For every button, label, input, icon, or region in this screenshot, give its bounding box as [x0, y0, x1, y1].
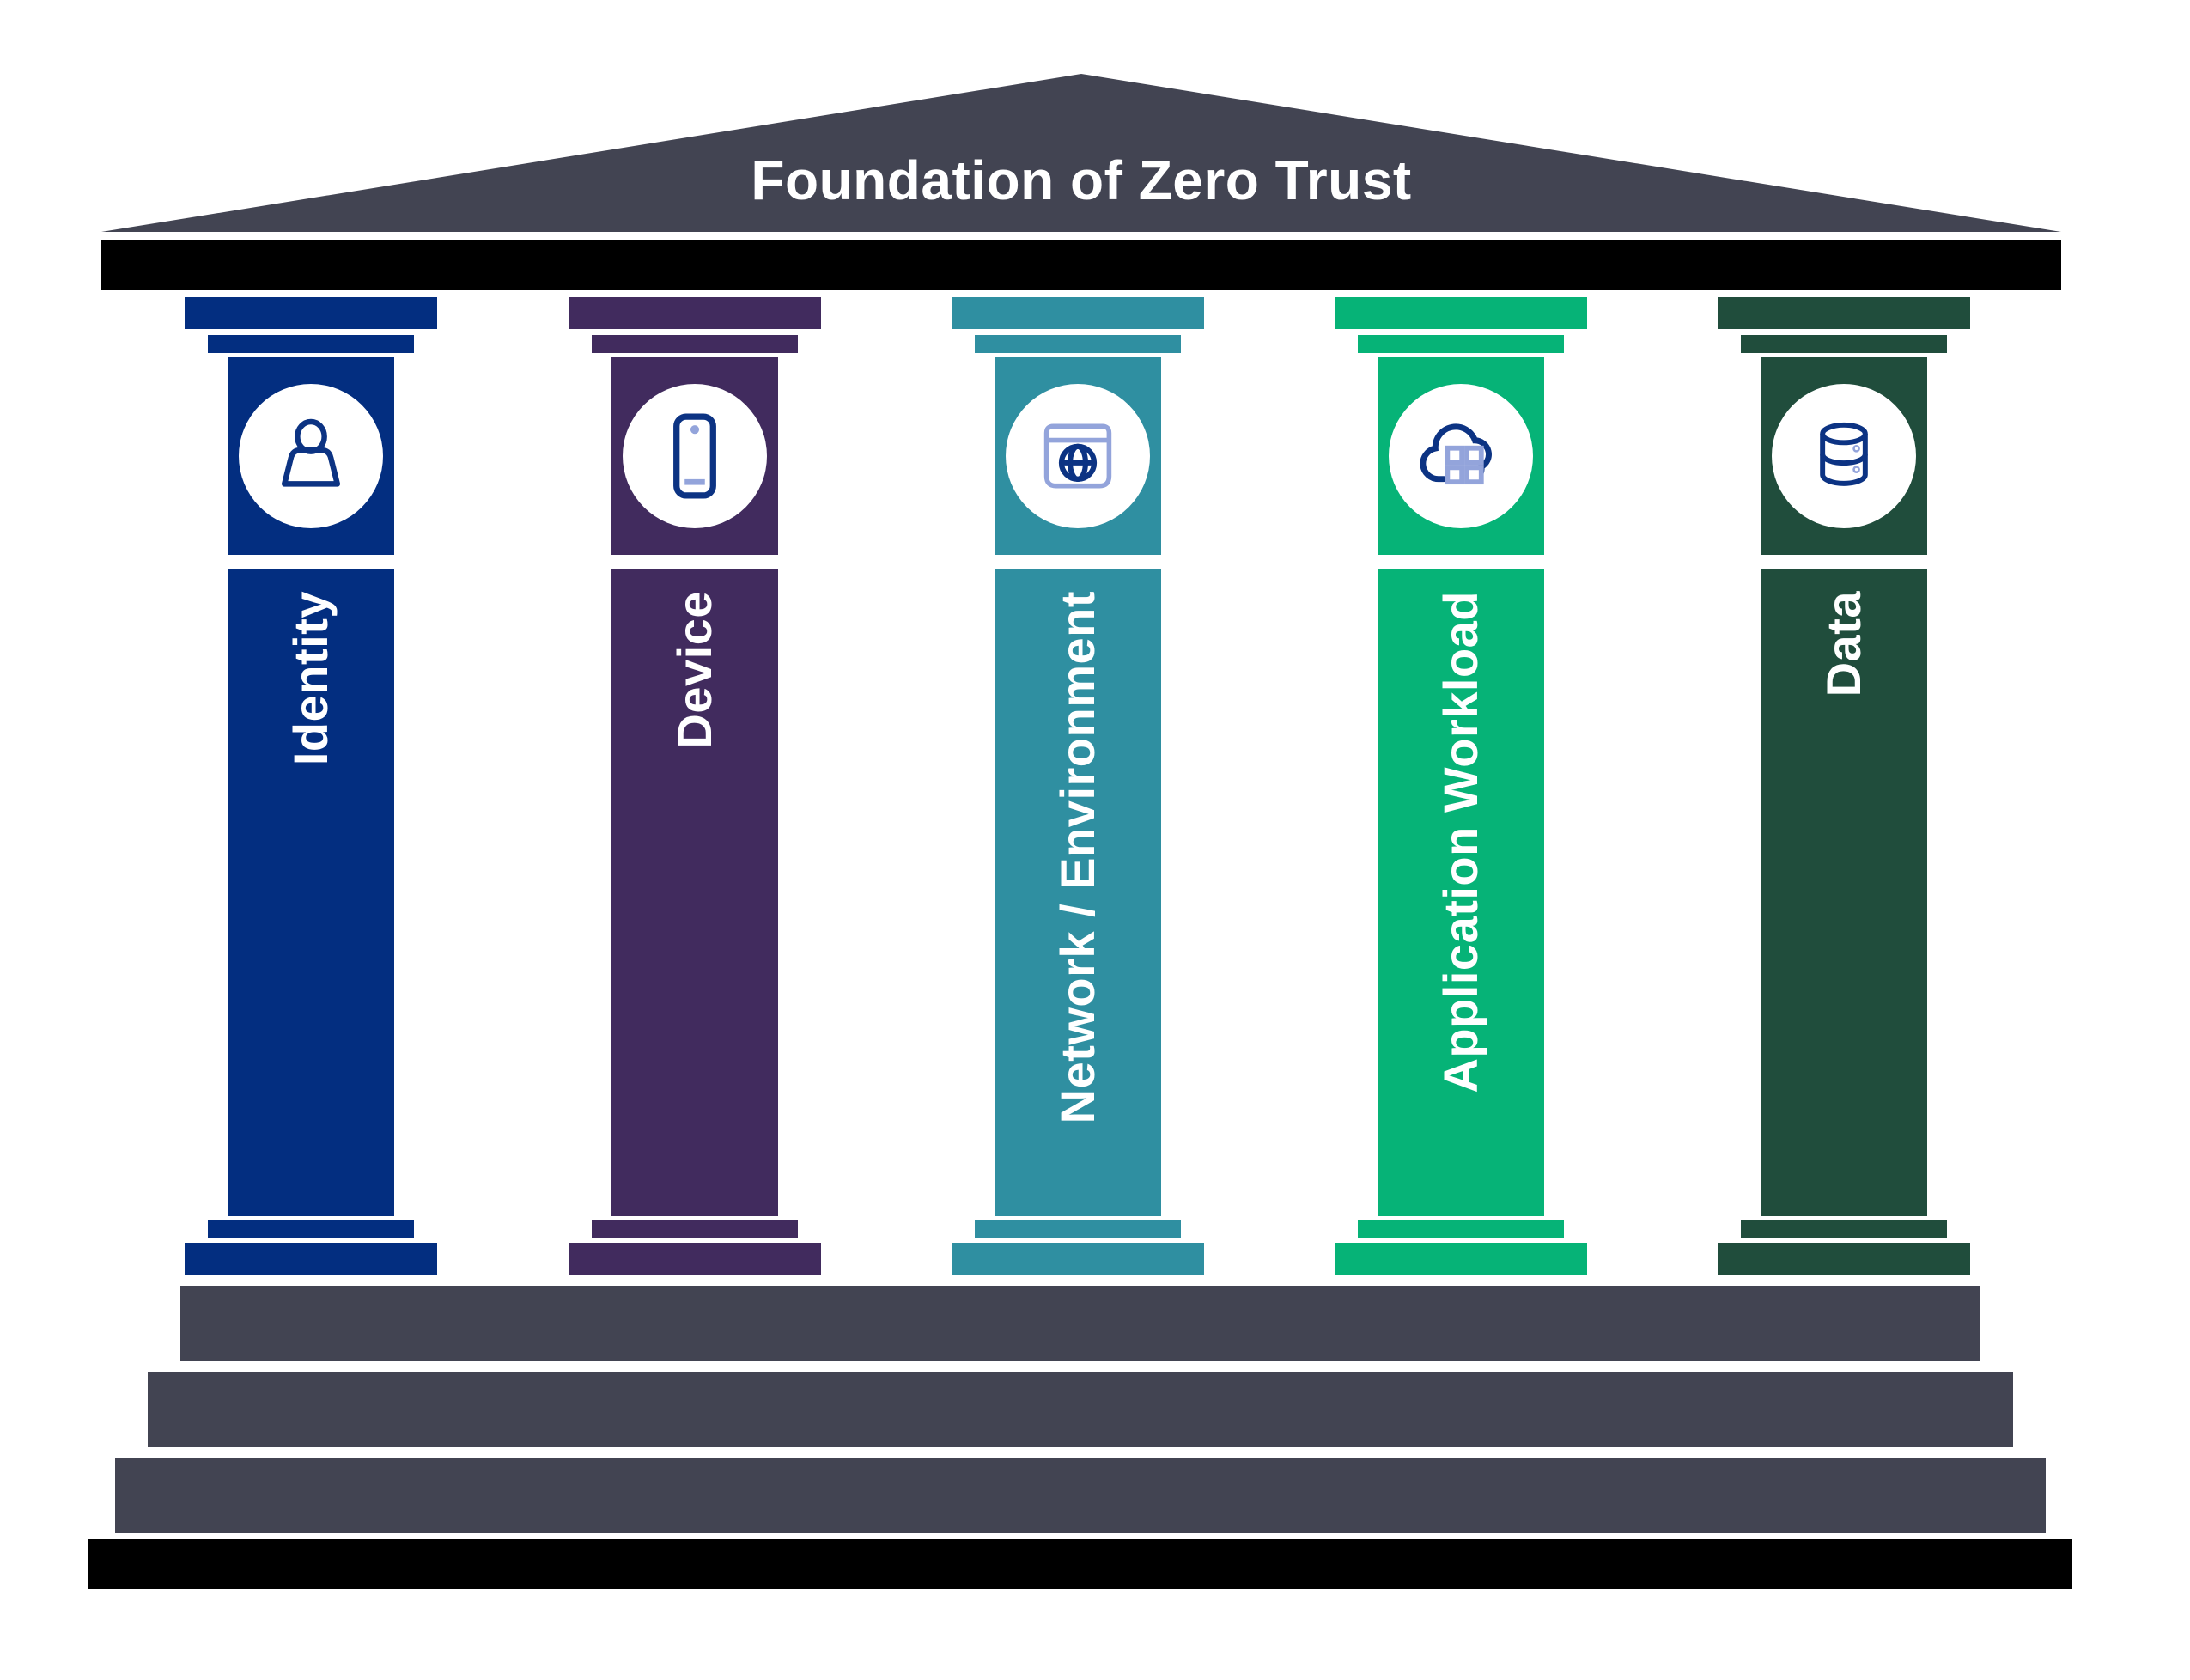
pillar-base-lower — [1335, 1243, 1587, 1275]
pillar-label: Device — [667, 591, 721, 749]
pillar-icon-block — [995, 357, 1161, 555]
phone-icon — [647, 408, 743, 504]
pillar-capital-lower — [1358, 335, 1564, 353]
step-bottom — [115, 1458, 2046, 1533]
pillar-base-upper — [1358, 1220, 1564, 1238]
pillar-capital-top — [1335, 297, 1587, 329]
icon-medallion — [1389, 384, 1533, 528]
pillar-icon-block — [1378, 357, 1544, 555]
roof-pediment: Foundation of Zero Trust — [101, 74, 2061, 232]
pillar-base-lower — [185, 1243, 437, 1275]
pillar-network-environment: Network / Environment — [952, 297, 1204, 1275]
pillar-icon-block — [228, 357, 394, 555]
pillar-capital-lower — [975, 335, 1181, 353]
pillar-label: Data — [1816, 591, 1871, 697]
pillar-capital-top — [569, 297, 821, 329]
icon-medallion — [239, 384, 383, 528]
pillar-shaft: Device — [611, 569, 778, 1216]
pillar-icon-block — [611, 357, 778, 555]
pillar-capital-lower — [208, 335, 414, 353]
pillar-capital-lower — [1741, 335, 1947, 353]
entablature-beam — [101, 240, 2061, 290]
pillar-shaft: Network / Environment — [995, 569, 1161, 1216]
step-top — [180, 1286, 1980, 1361]
foundation-base — [88, 1539, 2072, 1589]
pillar-shaft: Data — [1761, 569, 1927, 1216]
pillar-application-workload: Application Workload — [1335, 297, 1587, 1275]
pillar-base-lower — [952, 1243, 1204, 1275]
pillar-shaft: Identity — [228, 569, 394, 1216]
pillar-label: Application Workload — [1433, 591, 1487, 1093]
pillar-data: Data — [1718, 297, 1970, 1275]
person-icon — [265, 410, 357, 502]
pillar-capital-lower — [592, 335, 798, 353]
pillar-label: Network / Environment — [1050, 591, 1104, 1124]
pillar-base-upper — [1741, 1220, 1947, 1238]
pillar-base-upper — [208, 1220, 414, 1238]
pillar-capital-top — [185, 297, 437, 329]
pillar-base-lower — [1718, 1243, 1970, 1275]
database-icon — [1798, 410, 1890, 502]
pillar-device: Device — [569, 297, 821, 1275]
pillar-identity: Identity — [185, 297, 437, 1275]
icon-medallion — [623, 384, 767, 528]
cloud-apps-icon — [1411, 406, 1511, 506]
pillar-icon-block — [1761, 357, 1927, 555]
pillar-shaft: Application Workload — [1378, 569, 1544, 1216]
pillar-capital-top — [952, 297, 1204, 329]
pillar-label: Identity — [283, 591, 338, 766]
step-middle — [148, 1372, 2013, 1447]
browser-globe-icon — [1030, 408, 1126, 504]
pillar-base-upper — [592, 1220, 798, 1238]
pillar-base-lower — [569, 1243, 821, 1275]
page-title: Foundation of Zero Trust — [751, 149, 1412, 211]
icon-medallion — [1006, 384, 1150, 528]
icon-medallion — [1772, 384, 1916, 528]
pillar-base-upper — [975, 1220, 1181, 1238]
pillar-capital-top — [1718, 297, 1970, 329]
